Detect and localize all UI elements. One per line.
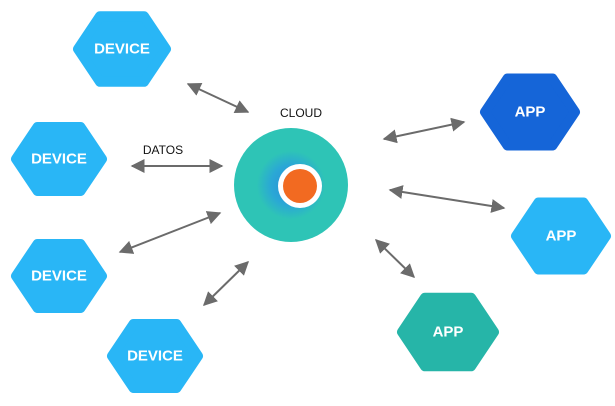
app-node: APP — [397, 292, 499, 372]
data-link-arrow — [118, 211, 222, 254]
device-node: DEVICE — [11, 122, 107, 196]
hexagon-shape — [397, 292, 499, 372]
data-link-arrow — [186, 82, 250, 114]
device-node: DEVICE — [107, 319, 203, 393]
node-label: APP — [546, 228, 577, 245]
hexagon-shape — [11, 239, 107, 313]
datos-label: DATOS — [143, 143, 183, 157]
node-label: DEVICE — [31, 151, 87, 168]
cloud-core — [283, 169, 317, 203]
hexagon-shape — [511, 197, 611, 275]
cloud-label: CLOUD — [280, 106, 322, 120]
node-label: DEVICE — [94, 41, 150, 58]
device-node: DEVICE — [73, 11, 171, 87]
device-node: DEVICE — [11, 239, 107, 313]
node-label: DEVICE — [127, 348, 183, 365]
app-node: APP — [511, 197, 611, 275]
node-label: DEVICE — [31, 268, 87, 285]
hexagon-shape — [107, 319, 203, 393]
node-label: APP — [433, 324, 464, 341]
hexagon-shape — [11, 122, 107, 196]
node-label: APP — [515, 104, 546, 121]
nodes-layer: DEVICE DEVICE DEVICE DEVICE APP APP APP — [11, 11, 611, 393]
app-node: APP — [480, 73, 580, 151]
hexagon-shape — [73, 11, 171, 87]
data-link-arrow — [388, 185, 506, 213]
hexagon-shape — [480, 73, 580, 151]
links-layer — [118, 82, 506, 306]
data-link-arrow — [374, 239, 416, 278]
cloud-node — [234, 128, 348, 242]
data-link-arrow — [202, 261, 250, 306]
data-link-arrow — [382, 117, 466, 144]
